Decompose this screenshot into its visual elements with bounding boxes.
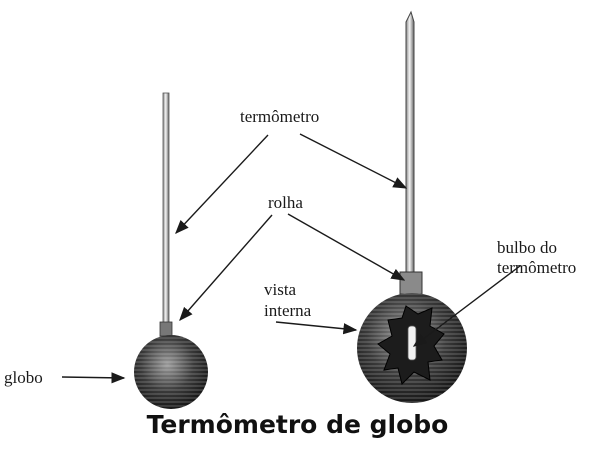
arrow-termometro-right (299, 133, 408, 189)
arrow-termometro-left (175, 134, 269, 235)
arrow-rolha-right (287, 213, 406, 281)
large-stopper (399, 271, 423, 295)
label-vista: vista (264, 280, 297, 299)
large-thermometer-stem (405, 10, 415, 273)
label-rolha: rolha (268, 193, 303, 212)
small-stopper (159, 321, 173, 337)
small-globe-thermometer (134, 92, 208, 409)
label-bulbo-termometro: termômetro (497, 258, 576, 277)
large-globe-thermometer (357, 10, 467, 403)
figure-caption: Termômetro de globo (146, 410, 449, 439)
arrows (61, 133, 521, 384)
label-interna: interna (264, 301, 312, 320)
small-thermometer-stem (162, 92, 170, 326)
label-globo: globo (4, 368, 43, 387)
arrow-bulbo (412, 265, 521, 347)
label-termometro: termômetro (240, 107, 319, 126)
arrow-rolha-left (179, 214, 273, 322)
label-bulbo: bulbo do (497, 238, 557, 257)
thermometer-bulb (407, 325, 417, 361)
arrow-globo (61, 372, 126, 384)
arrow-vista-interna (275, 321, 358, 335)
